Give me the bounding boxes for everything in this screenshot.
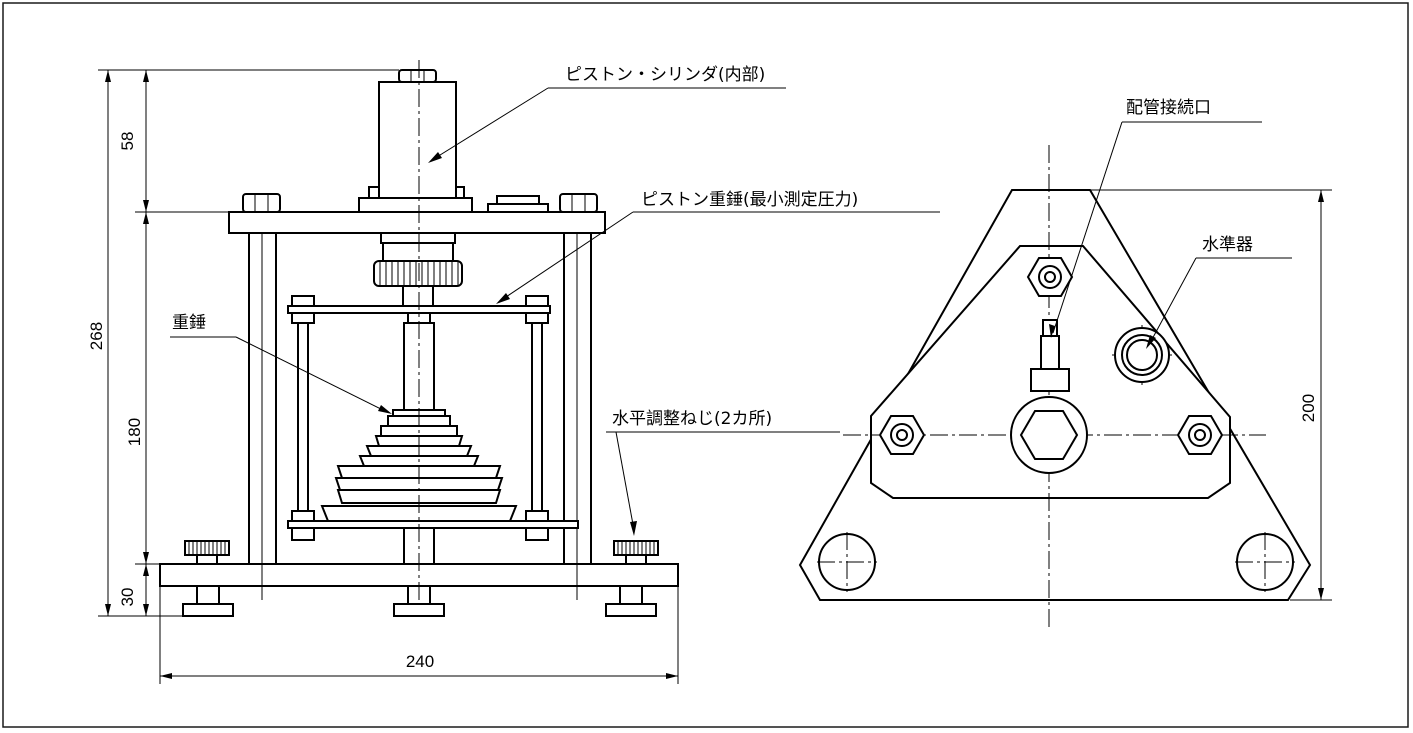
- dim-base: 30: [118, 588, 137, 607]
- piston-collar: [373, 232, 463, 307]
- leader-lines: [170, 87, 1292, 536]
- label-pipe-port: 配管接続口: [1126, 98, 1211, 118]
- dim-top: 58: [118, 132, 137, 151]
- label-level: 水準器: [1202, 235, 1253, 255]
- adjust-foot-right: [605, 585, 657, 617]
- dimension-lines: [98, 69, 1332, 684]
- rod-left: [297, 322, 309, 519]
- central-hub: [1010, 319, 1088, 474]
- top-level-vial: [487, 195, 549, 213]
- rod-right: [531, 322, 543, 519]
- plan-view: [798, 145, 1312, 630]
- adjust-foot-left: [182, 585, 234, 617]
- hex-nut-right: [1176, 415, 1224, 455]
- hex-nut-top: [1026, 257, 1074, 297]
- dim-middle: 180: [125, 418, 144, 446]
- top-plate: [228, 211, 606, 234]
- piston-cylinder: [358, 69, 473, 213]
- bolt-head-left: [242, 193, 281, 213]
- level-vial: [1114, 327, 1170, 383]
- dim-side-height: 200: [1299, 394, 1318, 422]
- label-piston-cylinder: ピストン・シリンダ(内部): [565, 65, 765, 85]
- dim-total-height: 268: [87, 322, 106, 350]
- front-view: [159, 60, 679, 617]
- leveling-knob-left: [184, 540, 230, 565]
- lower-plate: [287, 520, 579, 529]
- leveling-knob-right: [613, 540, 659, 565]
- dim-width: 240: [406, 652, 434, 671]
- bolt-head-right: [559, 193, 598, 213]
- hex-nut-left: [878, 415, 926, 455]
- label-leveling-screw: 水平調整ねじ(2カ所): [612, 409, 772, 429]
- label-weights: 重錘: [172, 313, 206, 333]
- label-piston-weight: ピストン重錘(最小測定圧力): [641, 190, 858, 210]
